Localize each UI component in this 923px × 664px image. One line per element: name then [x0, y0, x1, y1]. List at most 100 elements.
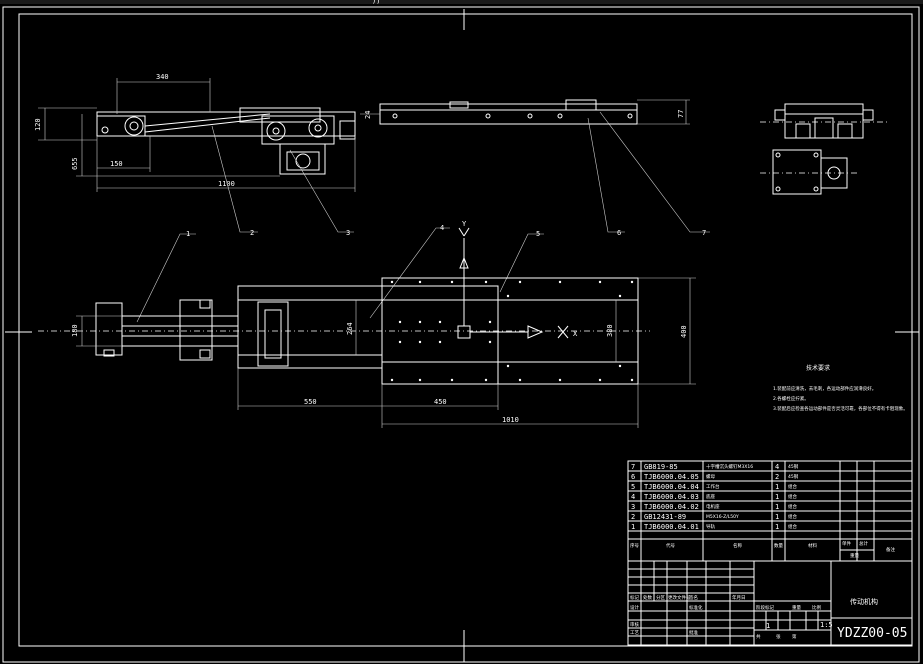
header-name: 名称 — [733, 542, 742, 549]
title-bar-marks: )) — [372, 0, 380, 5]
balloon-7: 7 — [702, 229, 706, 237]
part-qty: 1 — [775, 503, 779, 511]
part-code: TJB6000.04.02 — [644, 503, 699, 511]
dim-77: 77 — [677, 110, 685, 118]
part-name: 底座 — [706, 493, 715, 500]
part-no: 6 — [631, 473, 635, 481]
tb-sheets-total: 共 — [756, 633, 761, 640]
part-qty: 1 — [775, 523, 779, 531]
parts-list-rows: 7 GB819-85 十字槽沉头螺钉M3X16 4 45钢 6 TJB6000.… — [630, 463, 895, 559]
part-no: 3 — [631, 503, 635, 511]
part-material: 组合 — [788, 513, 797, 520]
dim-450: 450 — [434, 398, 447, 406]
part-name: 十字槽沉头螺钉M3X16 — [706, 463, 753, 470]
balloon-6: 6 — [617, 229, 621, 237]
axis-y-label: Y — [462, 220, 467, 228]
balloon-2: 2 — [250, 229, 254, 237]
parts-row: 7 GB819-85 十字槽沉头螺钉M3X16 4 45钢 — [631, 463, 799, 471]
leader-lines-top — [136, 111, 710, 323]
part-material: 45钢 — [788, 473, 799, 480]
header-weight: 重量 — [850, 552, 859, 559]
dim-264: 264 — [346, 322, 354, 335]
part-qty: 4 — [775, 463, 779, 471]
parts-row: 2 GB12431-89 M5X16-Z/L50Y 1 组合 — [631, 513, 797, 521]
tech-notes-heading: 技术要求 — [806, 364, 830, 372]
part-material: 组合 — [788, 493, 797, 500]
part-name: M5X16-Z/L50Y — [706, 514, 739, 520]
part-material: 组合 — [788, 483, 797, 490]
parts-row: 1 TJB6000.04.01 导轨 1 组合 — [631, 523, 797, 531]
plan-view-dimensions — [76, 277, 696, 428]
tb-stage: 阶段标记 — [756, 604, 774, 611]
dim-1100: 1100 — [218, 180, 235, 188]
parts-row: 5 TJB6000.04.04 工作台 1 组合 — [631, 483, 797, 491]
tech-note-2: 2.各螺栓应拧紧。 — [773, 395, 809, 402]
part-no: 5 — [631, 483, 635, 491]
part-code: GB819-85 — [644, 463, 678, 471]
dim-150: 150 — [110, 160, 123, 168]
parts-header-row: 序号 代号 名称 数量 材料 单件 总计 重量 备注 — [630, 540, 895, 559]
tb-sheet: 1 — [766, 622, 770, 630]
part-no: 7 — [631, 463, 635, 471]
header-qty: 数量 — [774, 542, 783, 549]
parts-row: 3 TJB6000.04.02 电机座 1 组合 — [631, 503, 797, 511]
part-name: 导轨 — [706, 523, 715, 530]
part-qty: 2 — [775, 473, 779, 481]
dim-180: 180 — [71, 324, 79, 337]
part-qty: 1 — [775, 483, 779, 491]
balloon-5: 5 — [536, 230, 540, 238]
tb-process: 工艺 — [630, 630, 639, 636]
top-elevation-view — [96, 99, 638, 175]
tb-sheet-no: 第 — [792, 633, 797, 640]
tb-approve: 批准 — [689, 629, 698, 636]
tb-zone: 分区 — [656, 594, 665, 601]
header-code: 代号 — [666, 542, 675, 549]
tb-doc: 更改文件号 — [668, 594, 691, 601]
part-qty: 1 — [775, 493, 779, 501]
part-material: 组合 — [788, 503, 797, 510]
centering-marks — [5, 9, 919, 662]
part-code: TJB6000.04.05 — [644, 473, 699, 481]
parts-list-grid — [627, 460, 913, 562]
tb-sheet-word: 张 — [776, 633, 781, 640]
header-unit-weight: 单件 — [842, 540, 851, 547]
parts-row: 4 TJB6000.04.03 底座 1 组合 — [631, 493, 797, 501]
bolt-holes — [390, 280, 634, 382]
balloon-4: 4 — [440, 224, 444, 232]
part-name: 电机座 — [706, 503, 720, 510]
dim-1010: 1010 — [502, 416, 519, 424]
part-code: TJB6000.04.01 — [644, 523, 699, 531]
sheet-inner-frame — [18, 13, 913, 647]
title-block-grid — [627, 560, 913, 646]
drawing-number: YDZZ00-05 — [837, 626, 907, 641]
drawing-name: 传动机构 — [850, 597, 878, 606]
part-code: GB12431-89 — [644, 513, 686, 521]
tb-date: 年月日 — [732, 594, 746, 601]
dim-340: 340 — [156, 73, 169, 81]
tb-mark: 标记 — [630, 594, 639, 601]
axis-x-label: X — [573, 330, 578, 338]
balloon-3: 3 — [346, 229, 350, 237]
dim-380: 380 — [606, 324, 614, 337]
part-name: 工作台 — [706, 483, 720, 490]
window-title-strip — [0, 0, 923, 4]
header-total-weight: 总计 — [859, 540, 868, 547]
part-code: TJB6000.04.03 — [644, 493, 699, 501]
dim-550: 550 — [304, 398, 317, 406]
dim-24: 24 — [364, 111, 372, 119]
balloon-1: 1 — [186, 230, 190, 238]
dim-400: 400 — [680, 325, 688, 338]
tb-weight: 重量 — [792, 604, 801, 611]
sheet-outer-border — [2, 6, 920, 663]
part-code: TJB6000.04.04 — [644, 483, 699, 491]
tb-std: 标准化 — [689, 604, 703, 611]
tb-count: 处数 — [643, 594, 652, 601]
tech-note-3: 3.装配后应检查各运动部件是否灵活可靠，各部位不得有卡阻现象。 — [773, 405, 908, 412]
part-no: 1 — [631, 523, 635, 531]
plan-view — [38, 227, 650, 385]
side-view — [760, 103, 890, 195]
dim-120: 120 — [34, 118, 42, 131]
dim-655: 655 — [71, 157, 79, 170]
header-material: 材料 — [808, 542, 817, 549]
part-material: 组合 — [788, 523, 797, 530]
